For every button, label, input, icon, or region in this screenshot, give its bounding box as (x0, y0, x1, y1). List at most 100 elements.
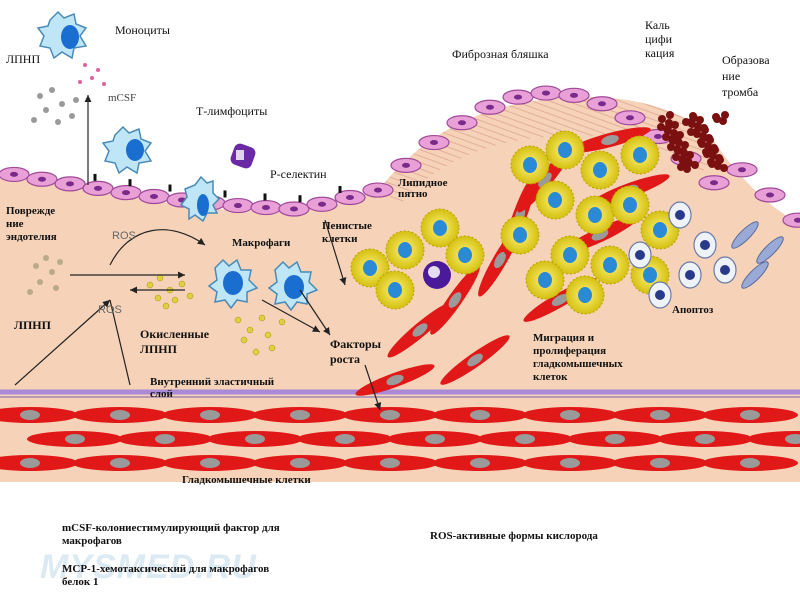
smooth-muscle-nucleus (470, 410, 490, 420)
apoptotic-smooth-cell (756, 236, 784, 264)
ldl-particle-intima (27, 289, 33, 295)
label-apoptosis: Апоптоз (672, 304, 714, 316)
oxidized-ldl-particle (234, 316, 242, 324)
endothelial-nucleus (430, 140, 438, 146)
monocyte-mid (101, 125, 153, 175)
label-fibrous-plaque: Фиброзная бляшка (452, 47, 549, 61)
foam-cell-nucleus (563, 247, 577, 263)
thrombus-particle (705, 144, 713, 152)
apoptotic-nucleus (685, 270, 695, 280)
ldl-particle (59, 101, 65, 107)
migrating-cell (430, 265, 480, 335)
smooth-muscle-nucleus (110, 410, 130, 420)
endothelial-nucleus (318, 201, 326, 207)
endothelial-nucleus (570, 92, 578, 98)
foam-cell-nucleus (623, 197, 637, 213)
oxidized-ldl-particle (146, 281, 154, 289)
foam-cell-nucleus (433, 220, 447, 236)
thrombus-particle (658, 115, 666, 123)
foam-cell-nucleus (388, 282, 402, 298)
oxidized-ldl-particle (178, 280, 186, 288)
thrombus-particle (657, 123, 665, 131)
smooth-muscle-nucleus (200, 410, 220, 420)
smooth-muscle-nucleus (290, 458, 310, 468)
foam-cell-nucleus (398, 242, 412, 258)
receptor (93, 173, 97, 181)
mcsf-particle (96, 68, 100, 72)
label-p-selectin: Р-селектин (270, 167, 327, 181)
oxidized-ldl-particle (278, 318, 286, 326)
oxidized-ldl-particle (252, 348, 260, 356)
ldl-particle (43, 107, 49, 113)
ldl-particle (49, 87, 55, 93)
endothelial-nucleus (654, 134, 662, 140)
endothelial-nucleus (794, 217, 800, 223)
label-endothelial-damage: Поврежде ние эндотелия (6, 205, 57, 243)
smooth-muscle-cells-media (0, 407, 800, 471)
oxidized-ldl-particle (156, 274, 164, 282)
legend-mcsf: mCSF-колониестимулирующий фактор для мак… (62, 522, 280, 547)
smooth-muscle-nucleus (650, 458, 670, 468)
endothelial-nucleus (766, 192, 774, 198)
smooth-muscle-nucleus (290, 410, 310, 420)
mcsf-particle (83, 63, 87, 67)
smooth-muscle-cell (747, 431, 800, 447)
smooth-muscle-nucleus (515, 434, 535, 444)
ldl-particle-intima (57, 259, 63, 265)
label-macrophages: Макрофаги (232, 237, 291, 249)
arrows (14, 95, 382, 411)
foam-cell-nucleus (643, 267, 657, 283)
mcsf-particle (78, 80, 82, 84)
endothelial-nucleus (738, 167, 746, 173)
smooth-muscle-nucleus (695, 434, 715, 444)
ldl-particles (27, 63, 286, 356)
foam-cell-nucleus (458, 247, 472, 263)
label-lipid-spot: Липидное пятно (398, 177, 448, 200)
smooth-muscle-nucleus (470, 458, 490, 468)
thrombus-particle (713, 115, 721, 123)
apoptotic-nucleus (700, 240, 710, 250)
smooth-muscle-nucleus (740, 458, 760, 468)
endothelium-layer (0, 85, 800, 228)
label-ldl-mid: ЛПНП (14, 318, 51, 332)
smooth-muscle-nucleus (20, 458, 40, 468)
label-growth-factors: Факторы роста (330, 337, 381, 366)
endothelial-nucleus (262, 205, 270, 211)
label-ros-1: ROS (112, 230, 136, 242)
foam-cell-nucleus (588, 207, 602, 223)
smooth-muscle-nucleus (560, 458, 580, 468)
mcsf-particle (90, 76, 94, 80)
migrating-cell (440, 335, 510, 385)
ldl-particle-intima (53, 285, 59, 291)
foam-cell-nucleus (538, 272, 552, 288)
oxidized-ldl-particle (171, 296, 179, 304)
endothelial-nucleus (542, 90, 550, 96)
endothelial-nucleus (122, 190, 130, 196)
endothelial-nucleus (66, 181, 74, 187)
apoptotic-smooth-cell (741, 261, 769, 289)
label-internal-elastic-layer: Внутренний эластичный слой (150, 376, 275, 400)
endothelial-nucleus (598, 101, 606, 107)
mcsf-particle (102, 82, 106, 86)
thrombus-particle (716, 156, 724, 164)
foam-cell-nucleus (603, 257, 617, 273)
ldl-particle (55, 119, 61, 125)
label-ldl-top: ЛПНП (6, 52, 41, 66)
receptor (168, 184, 172, 192)
ldl-particle-intima (33, 263, 39, 269)
foam-cell-nucleus (633, 147, 647, 163)
ldl-particle (69, 113, 75, 119)
endothelial-nucleus (486, 104, 494, 110)
receptor (263, 193, 267, 201)
smooth-muscle-nucleus (200, 458, 220, 468)
apoptotic-nucleus (655, 290, 665, 300)
label-monocytes: Моноциты (115, 23, 170, 37)
oxidized-ldl-particle (154, 294, 162, 302)
oxidized-ldl-particle (186, 292, 194, 300)
thrombus-particle (690, 114, 698, 122)
label-ros-2: ROS (98, 304, 122, 316)
thrombus-particle (695, 124, 703, 132)
label-mcsf: mCSF (108, 92, 137, 104)
